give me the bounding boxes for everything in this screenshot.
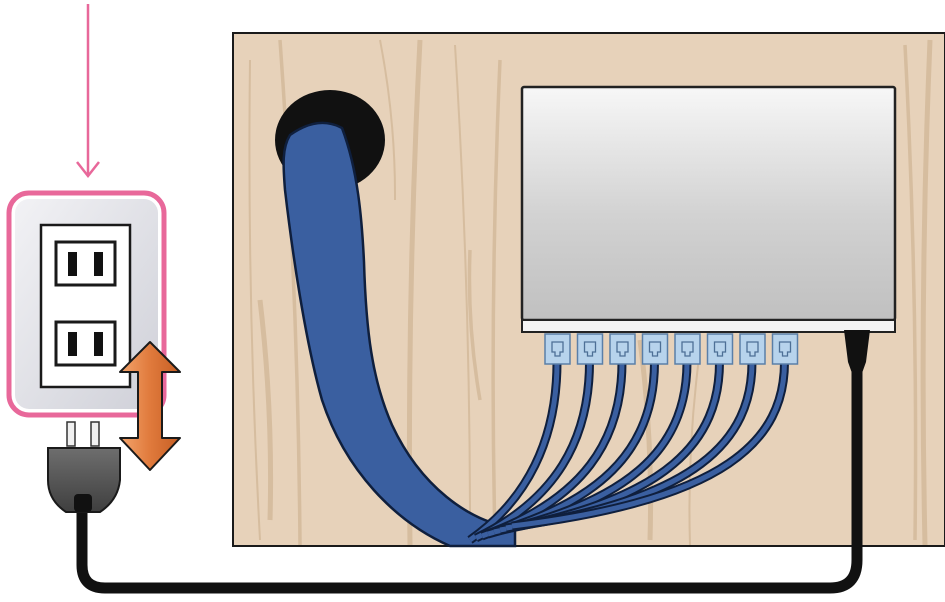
cable-bundle — [282, 121, 517, 548]
wood-grain-streak — [379, 39, 397, 201]
switch-port — [576, 333, 604, 365]
wall-outlet — [6, 190, 167, 418]
ethernet-cables — [467, 361, 789, 544]
wood-grain-streak — [248, 59, 261, 541]
down-arrow-icon — [76, 4, 100, 179]
power-cord — [76, 330, 870, 594]
switch-port — [706, 333, 734, 365]
switch-port — [544, 333, 571, 365]
switch-port — [609, 333, 636, 365]
switch-port — [674, 333, 701, 365]
outlet-socket-top — [54, 240, 117, 287]
wood-grain-streak — [903, 44, 918, 541]
wood-grain-streak — [454, 44, 472, 546]
outlet-highlight-frame — [6, 190, 167, 418]
ethernet-cable — [511, 361, 787, 529]
switch-port — [739, 333, 766, 365]
wood-grain-streak — [491, 59, 502, 541]
wood-grain-streak — [278, 39, 302, 546]
wood-grain-streak — [920, 39, 933, 546]
wood-grain — [248, 39, 933, 546]
switch-port — [641, 333, 669, 365]
ethernet-cable — [468, 361, 560, 543]
wood-grain-streak — [257, 299, 274, 521]
power-plug — [47, 421, 121, 513]
network-switch — [520, 85, 897, 333]
outlet-socket-bottom — [54, 320, 117, 367]
wood-grain-streak — [467, 249, 482, 401]
switch-port — [771, 333, 799, 365]
switch-ports — [544, 333, 799, 365]
double-arrow-icon — [119, 341, 181, 471]
